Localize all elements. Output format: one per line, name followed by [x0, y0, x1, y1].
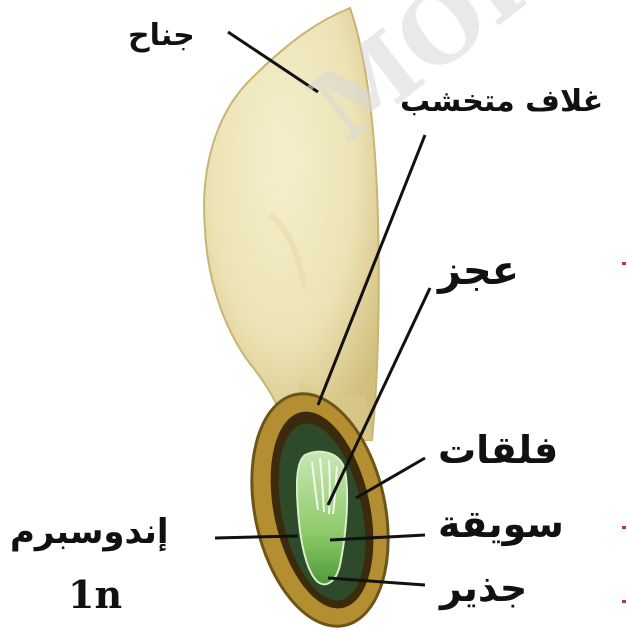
label-endosperm: إندوسبرم: [10, 512, 169, 552]
leader-endosperm: [215, 536, 298, 538]
label-ploidy: 1n: [68, 572, 122, 617]
label-stem-bud: عجز: [438, 248, 519, 294]
label-woody-coat: غلاف متخشب: [400, 84, 603, 119]
label-radicle: جذير: [440, 566, 527, 610]
label-wing: جناح: [128, 18, 195, 53]
margin-marks: [622, 262, 626, 603]
label-cotyledons: فلقات: [438, 428, 558, 472]
label-hypocotyl: سويقة: [438, 502, 564, 546]
